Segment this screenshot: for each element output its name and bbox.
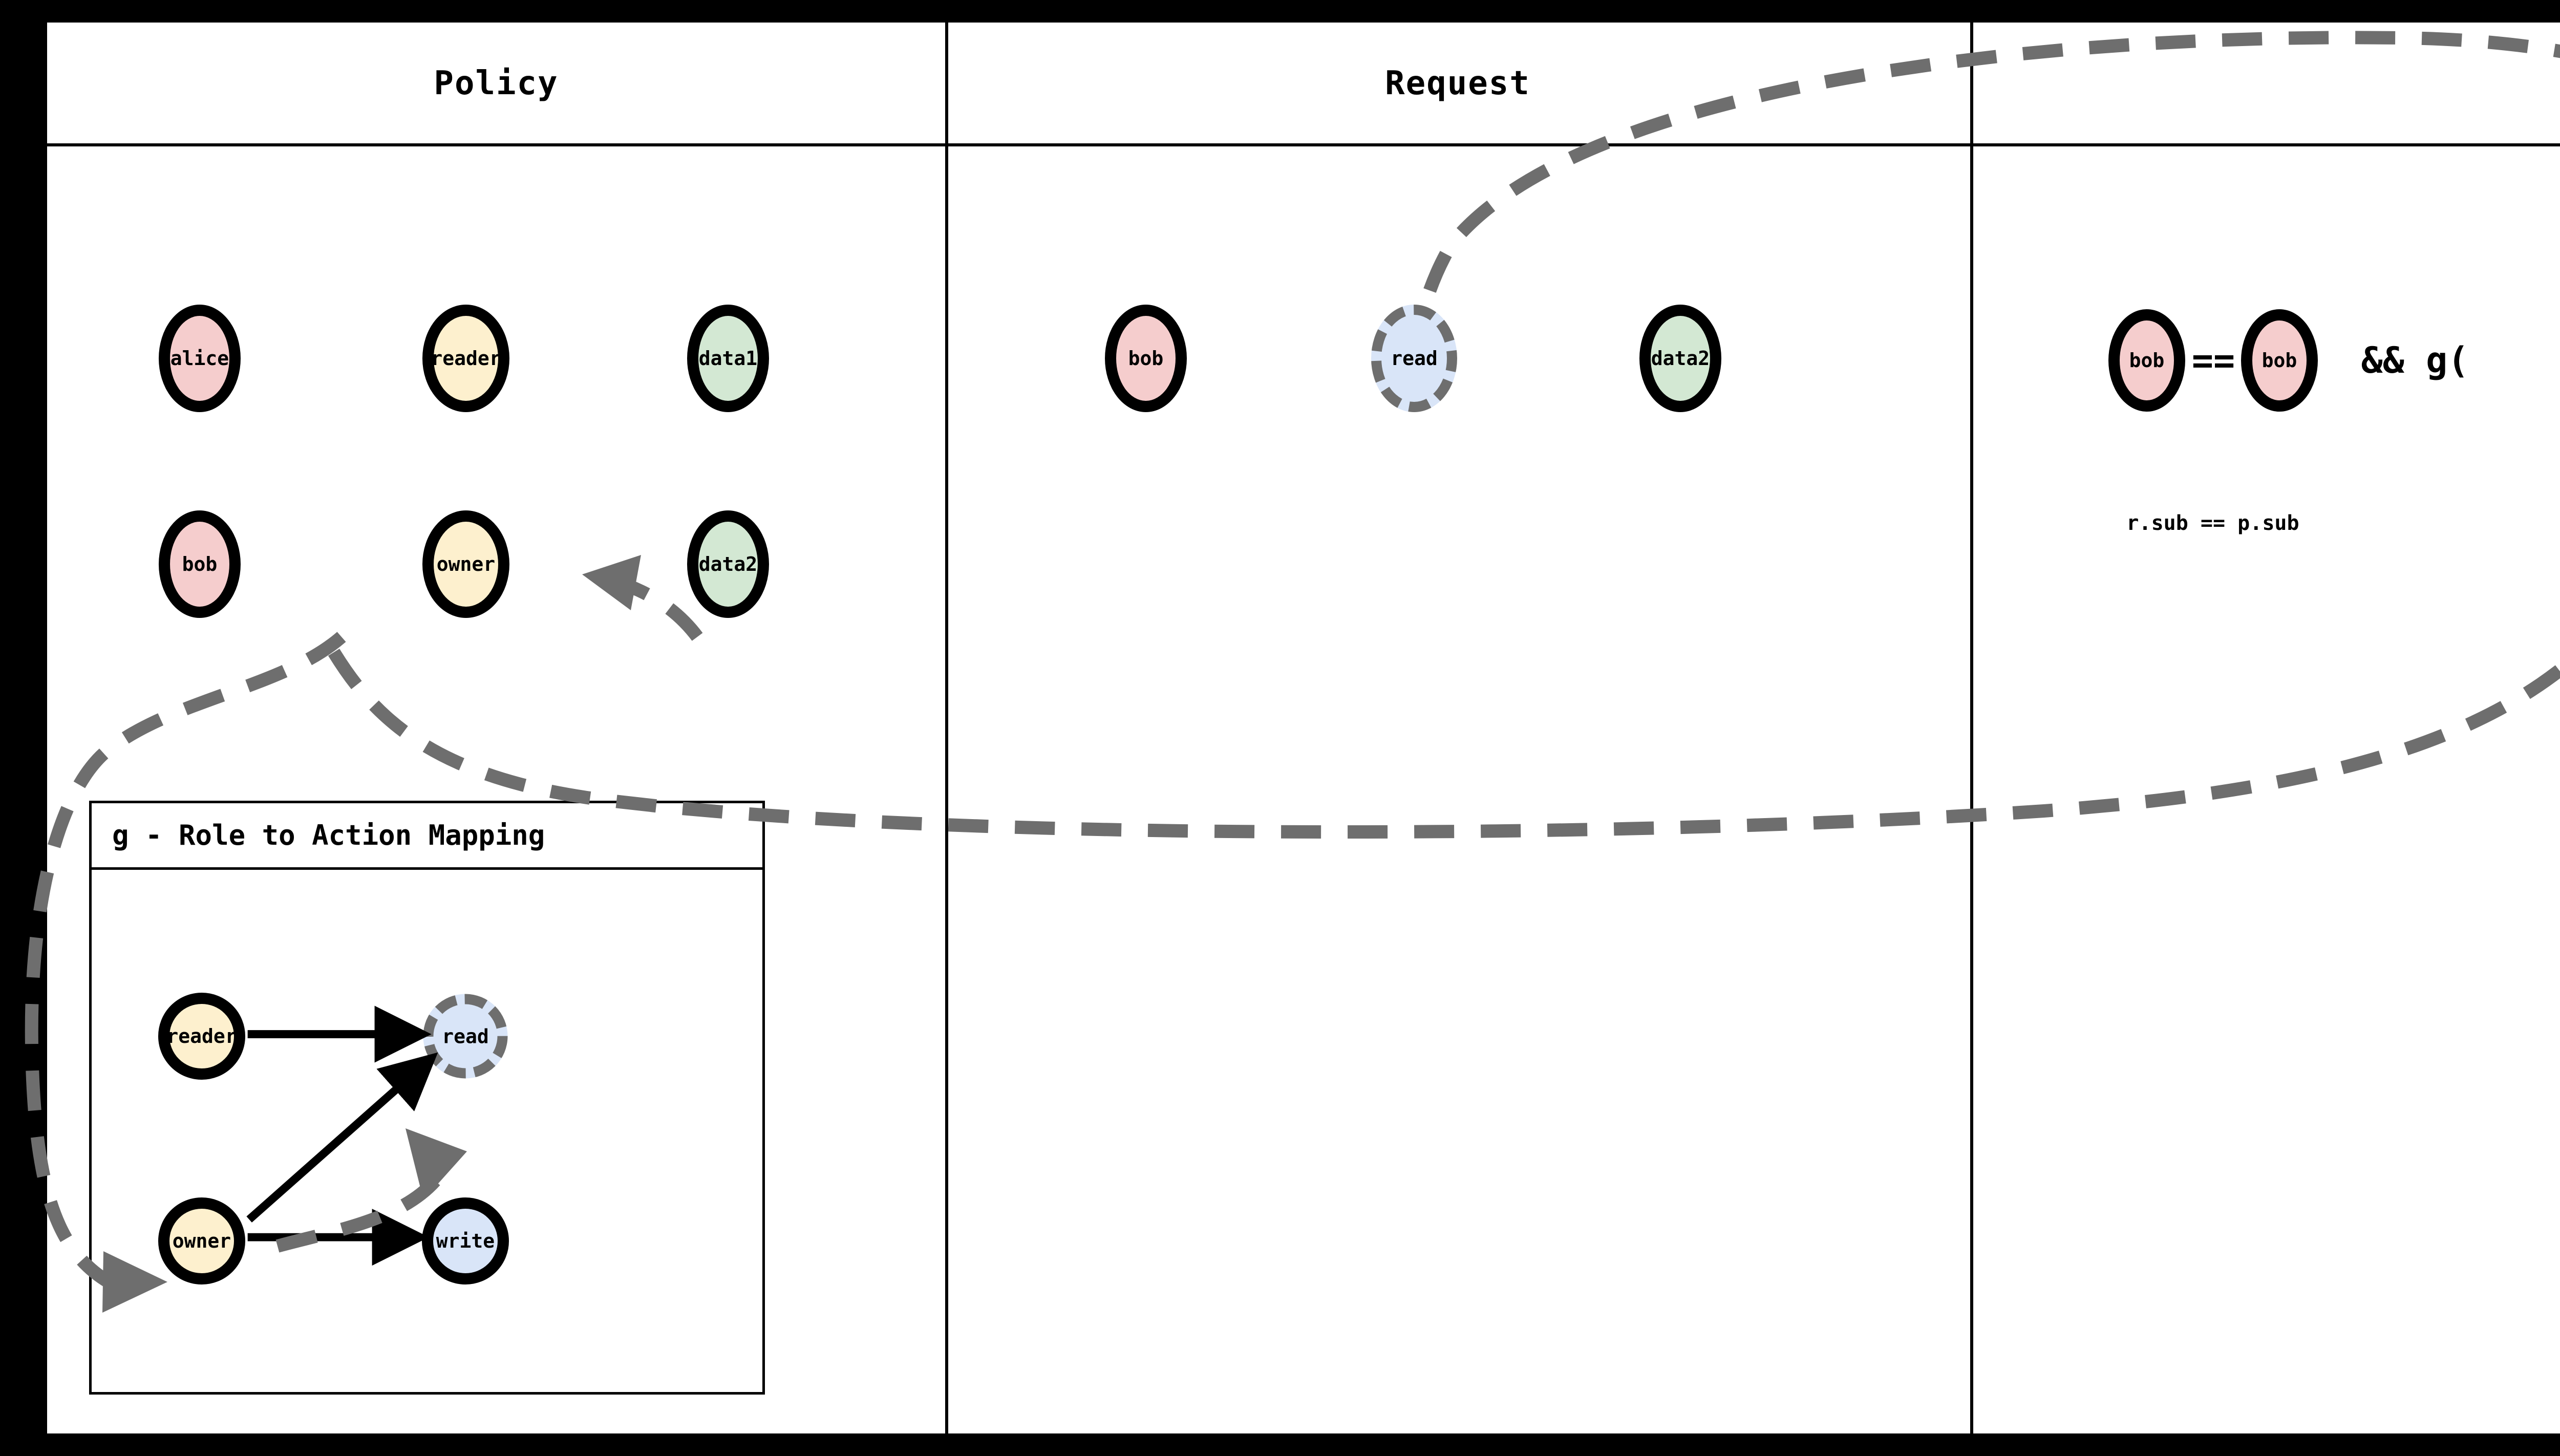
column-divider-policy-request [945, 23, 948, 1433]
request-node-data2[interactable]: data2 [1639, 305, 1721, 412]
node-label: data1 [698, 347, 758, 370]
diagram-canvas: Policy Request Matching alice reader dat… [25, 23, 2560, 1433]
node-label: bob [2129, 349, 2165, 372]
node-label: read [1391, 347, 1438, 370]
policy-node-alice[interactable]: alice [159, 305, 241, 412]
node-label: owner [436, 553, 496, 575]
matching-node-request-sub[interactable]: bob [2108, 309, 2185, 412]
g-mapping-header: g - Role to Action Mapping [92, 803, 762, 870]
node-label: bob [1128, 347, 1164, 370]
request-node-bob[interactable]: bob [1105, 305, 1187, 412]
g-mapping-box: g - Role to Action Mapping reader read o… [89, 801, 765, 1395]
g-node-reader[interactable]: reader [158, 993, 245, 1080]
node-label: alice [170, 347, 229, 370]
node-label: bob [182, 553, 218, 575]
matching-node-policy-sub[interactable]: bob [2241, 309, 2318, 412]
g-edge-owner-read [246, 1052, 438, 1223]
request-node-read[interactable]: read [1371, 305, 1457, 412]
column-divider-request-matching [1970, 23, 1973, 1433]
matching-op-eq-sub: == [2191, 339, 2235, 381]
node-label: data2 [698, 553, 758, 575]
g-box-edges [246, 1005, 438, 1266]
g-node-write[interactable]: write [422, 1197, 509, 1284]
policy-node-reader[interactable]: reader [422, 305, 509, 412]
node-label: bob [2262, 349, 2297, 372]
policy-node-data1[interactable]: data1 [687, 305, 769, 412]
node-label: read [442, 1025, 489, 1047]
node-label: reader [166, 1025, 237, 1047]
matching-caption-sub: r.sub == p.sub [2126, 511, 2299, 535]
flow-link-matching-read-to-request-read [1418, 31, 2560, 309]
node-label: owner [172, 1230, 231, 1252]
node-label: write [436, 1230, 495, 1252]
g-mapping-title: g - Role to Action Mapping [112, 819, 545, 851]
g-node-owner[interactable]: owner [158, 1197, 245, 1284]
flow-link-policy-data2-to-owner [611, 574, 703, 641]
matching-op-and-g-open: && g( [2361, 339, 2469, 381]
policy-node-data2[interactable]: data2 [687, 510, 769, 618]
flow-arrowhead-policy-owner [582, 555, 641, 610]
header-divider [47, 143, 2560, 146]
policy-node-owner[interactable]: owner [422, 510, 509, 618]
g-node-read[interactable]: read [423, 994, 508, 1079]
node-label: reader [431, 347, 501, 370]
policy-node-bob[interactable]: bob [159, 510, 241, 618]
section-title-request: Request [1385, 65, 1530, 102]
section-title-policy: Policy [434, 65, 559, 102]
node-label: data2 [1651, 347, 1710, 370]
